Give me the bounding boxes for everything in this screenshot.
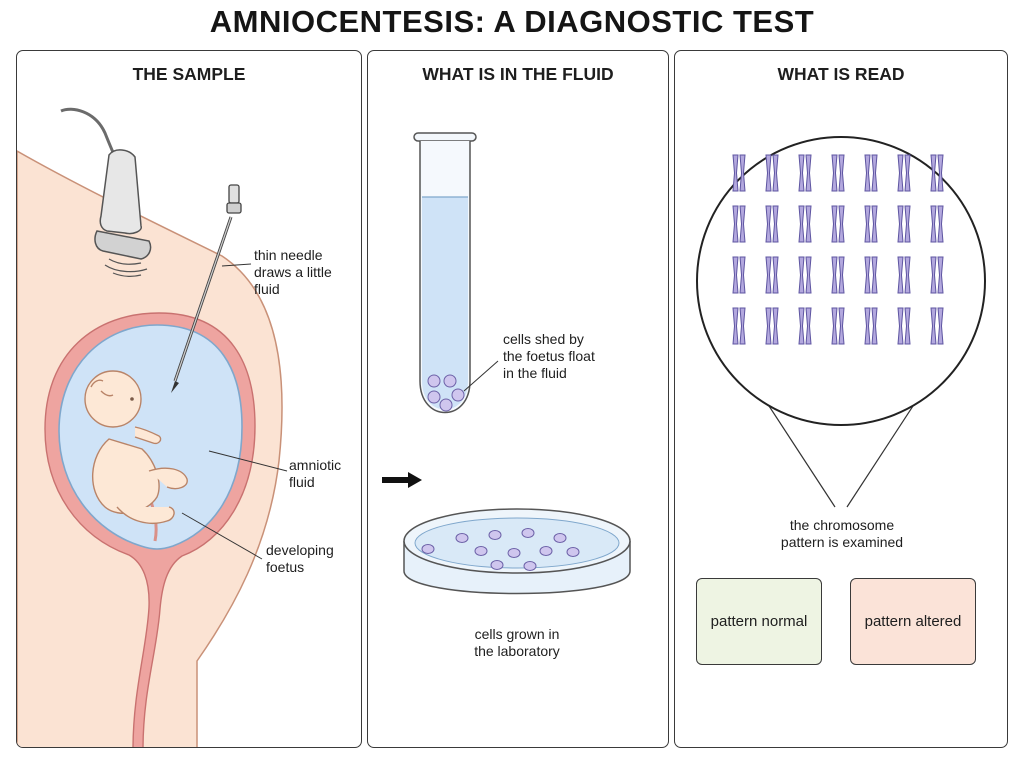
diagram-title: AMNIOCENTESIS: A DIAGNOSTIC TEST bbox=[209, 4, 815, 39]
fluid-illustration bbox=[382, 132, 631, 595]
chromosome-icon bbox=[864, 256, 878, 294]
outcome-pattern-normal: pattern normal bbox=[696, 578, 822, 665]
chromosome-icon bbox=[897, 256, 911, 294]
chromosome-icon bbox=[732, 205, 746, 243]
panel-what-is-read: WHAT IS READ the chromosome pattern is e… bbox=[674, 50, 1008, 748]
chromosome-icon bbox=[765, 205, 779, 243]
label-amniotic-fluid: amniotic fluid bbox=[289, 457, 342, 490]
cell bbox=[539, 546, 553, 556]
needle-icon bbox=[171, 184, 242, 393]
chromosome-icon bbox=[798, 256, 812, 294]
chromosome-icon bbox=[798, 205, 812, 243]
cells-leader bbox=[463, 360, 499, 392]
test-tube-icon bbox=[413, 132, 477, 414]
cell bbox=[521, 528, 535, 538]
chromosome-icon bbox=[732, 154, 746, 192]
chromosome-icon bbox=[864, 154, 878, 192]
label-cells-shed: cells shed by the foetus float in the fl… bbox=[503, 331, 595, 381]
foetus-leader bbox=[181, 512, 263, 560]
cell bbox=[553, 533, 567, 543]
cell bbox=[566, 547, 580, 557]
panel-title-sample: THE SAMPLE bbox=[132, 64, 246, 84]
arrow-right-icon bbox=[382, 472, 422, 488]
panel-the-sample: THE SAMPLE thin needle draws a little fl… bbox=[16, 50, 362, 748]
cell bbox=[427, 374, 441, 388]
chromosome-icon bbox=[831, 154, 845, 192]
outcome-pattern-altered: pattern altered bbox=[850, 578, 976, 665]
dish-cells bbox=[421, 528, 580, 571]
chromosome-icon bbox=[897, 205, 911, 243]
chromosome-icon bbox=[765, 154, 779, 192]
chromosome-icon bbox=[864, 307, 878, 345]
needle-leader bbox=[221, 263, 252, 267]
cell bbox=[455, 533, 469, 543]
chromosome-icon bbox=[765, 307, 779, 345]
fluid-leader bbox=[208, 450, 288, 472]
cell bbox=[523, 561, 537, 571]
label-chromosome-pattern: the chromosome pattern is examined bbox=[780, 517, 904, 550]
cell bbox=[421, 544, 435, 554]
chromosome-icon bbox=[930, 307, 944, 345]
chromosome-icon bbox=[864, 205, 878, 243]
label-cells-grown: cells grown in the laboratory bbox=[474, 626, 560, 659]
chromosome-icon bbox=[831, 256, 845, 294]
panel-title-read: WHAT IS READ bbox=[777, 64, 905, 84]
chromosome-icon bbox=[798, 154, 812, 192]
panel-title-fluid: WHAT IS IN THE FLUID bbox=[422, 64, 614, 84]
ultrasound-probe-icon bbox=[94, 149, 152, 277]
foetus-icon bbox=[84, 370, 188, 525]
panel-what-is-in-the-fluid: WHAT IS IN THE FLUID cells shed by the f… bbox=[367, 50, 669, 748]
chromosome-icon bbox=[897, 154, 911, 192]
chromosome-icon bbox=[798, 307, 812, 345]
karyotype-illustration bbox=[696, 136, 986, 508]
chromosome-icon bbox=[831, 307, 845, 345]
chromosome-icon bbox=[732, 307, 746, 345]
chromosome-icon bbox=[930, 205, 944, 243]
chromosome-icon bbox=[765, 256, 779, 294]
label-developing-foetus: developing foetus bbox=[266, 542, 334, 575]
cell bbox=[451, 388, 465, 402]
cell bbox=[427, 390, 441, 404]
tube-fluid bbox=[422, 197, 468, 410]
cell bbox=[439, 398, 453, 412]
chromosome-icon bbox=[930, 256, 944, 294]
chromosome-icon bbox=[732, 256, 746, 294]
chromosome-icon bbox=[897, 307, 911, 345]
cell bbox=[474, 546, 488, 556]
cell bbox=[507, 548, 521, 558]
chromosome-icon bbox=[930, 154, 944, 192]
chromosome-icon bbox=[831, 205, 845, 243]
label-thin-needle: thin needle draws a little fluid bbox=[254, 247, 332, 297]
cell bbox=[443, 374, 457, 388]
sample-illustration bbox=[17, 107, 288, 747]
cell bbox=[490, 560, 504, 570]
chromosome-grid bbox=[732, 154, 944, 345]
probe-cable bbox=[60, 107, 119, 162]
cell bbox=[488, 530, 502, 540]
